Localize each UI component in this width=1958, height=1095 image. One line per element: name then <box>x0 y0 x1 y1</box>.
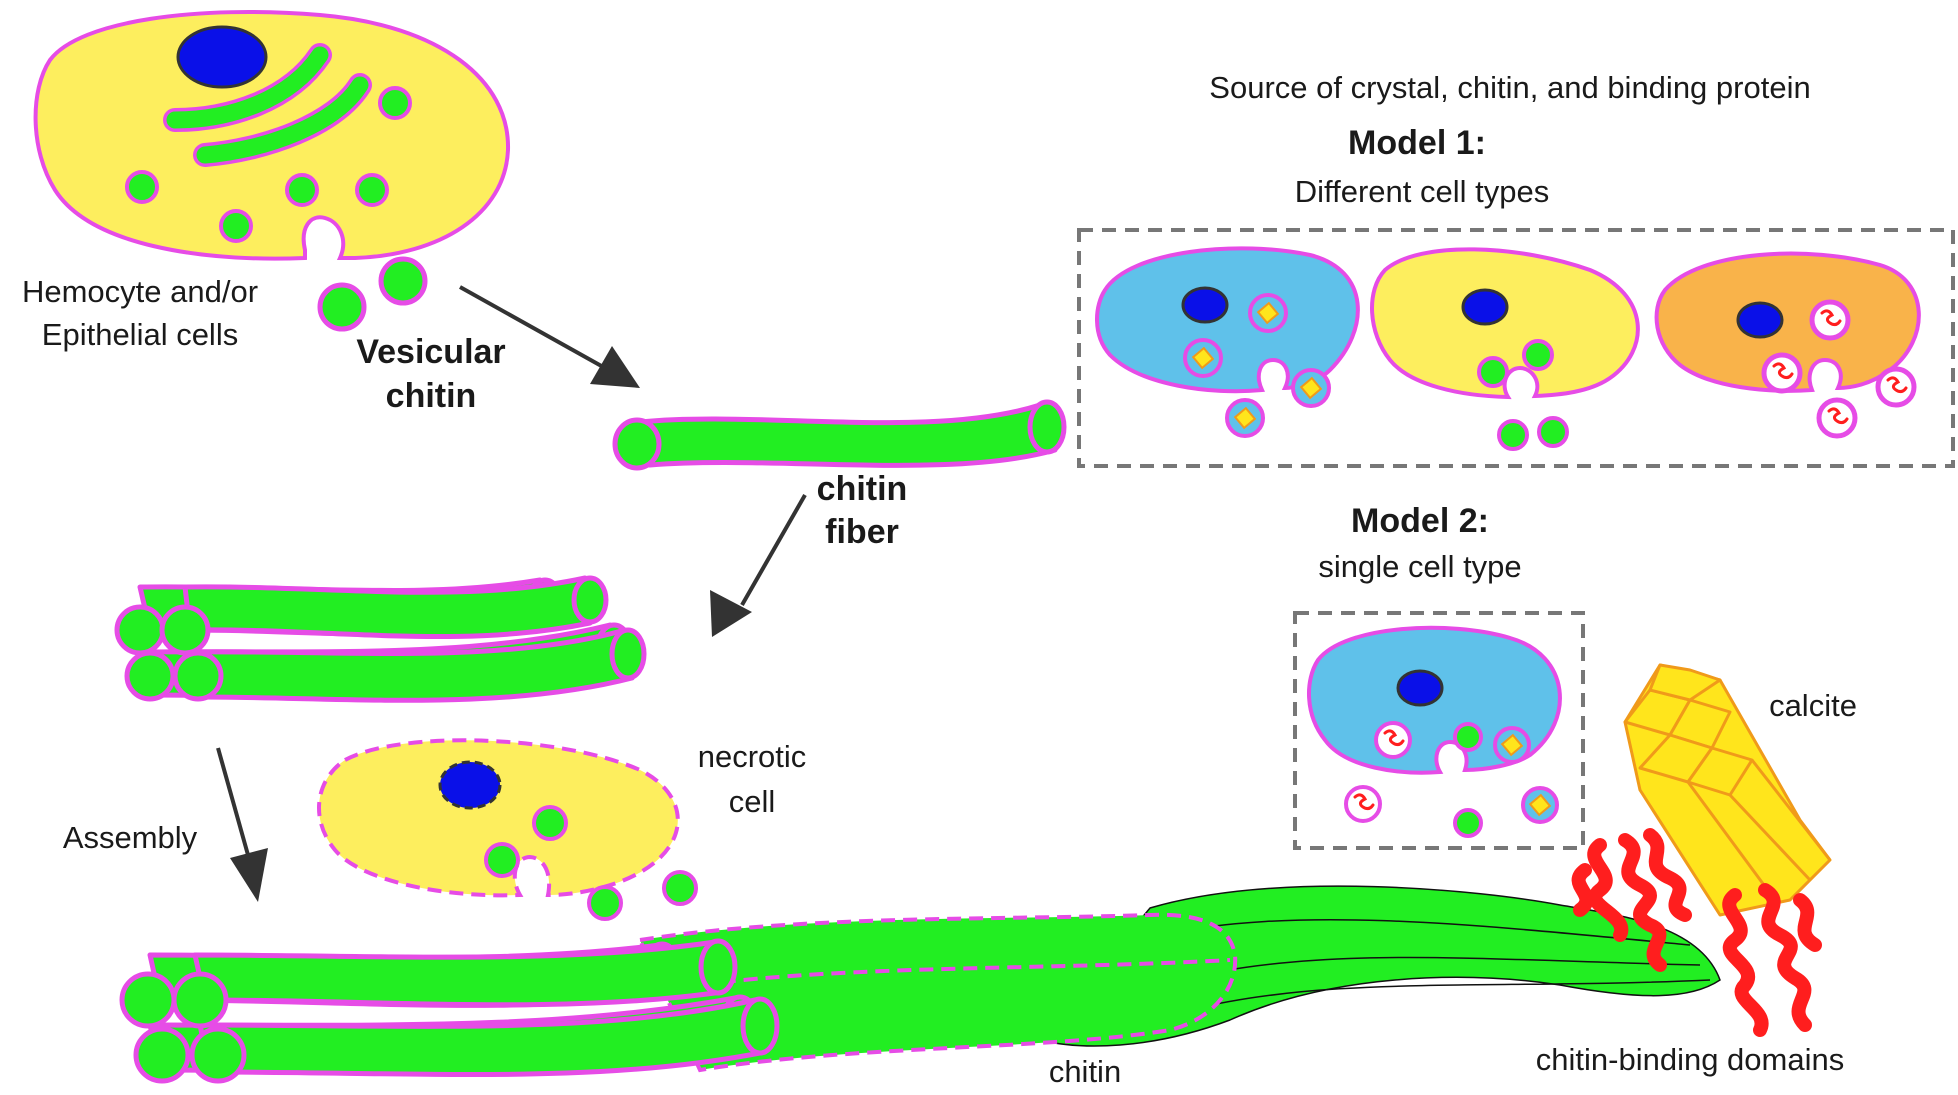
chitin-fiber-label-2: fiber <box>825 513 899 551</box>
arrow-assembly <box>216 747 250 856</box>
chitin-label: chitin <box>1049 1054 1121 1089</box>
arrow-head-3 <box>230 848 268 902</box>
arrow-head-1 <box>590 346 640 388</box>
vesicular-chitin-vesicles <box>317 256 428 332</box>
chitin-fiber <box>612 399 1067 471</box>
nucleus <box>176 25 268 89</box>
chitin-binding-domains <box>1571 828 1822 1037</box>
chitin-binding-label: chitin-binding domains <box>1536 1042 1844 1077</box>
model1-title: Model 1: <box>1348 124 1486 162</box>
model2-title: Model 2: <box>1351 502 1489 540</box>
chitin-fiber-label-1: chitin <box>817 470 908 508</box>
model1-subtitle: Different cell types <box>1295 174 1549 209</box>
necrotic-cell <box>317 738 698 921</box>
arrow-to-fiber <box>459 285 606 370</box>
calcite-crystal <box>1623 663 1832 917</box>
model2-subtitle: single cell type <box>1318 549 1521 584</box>
vesicular-label-2: chitin <box>386 377 477 415</box>
assembled-fiber <box>119 885 1721 1084</box>
necrotic-label-2: cell <box>729 784 776 819</box>
arrow-head-2 <box>710 590 752 637</box>
model2-cell <box>1307 625 1562 838</box>
model1-cell-crystal <box>1095 246 1360 438</box>
necrotic-label-1: necrotic <box>698 739 807 774</box>
hemocyte-cell <box>33 10 511 261</box>
model1-cell-binding <box>1654 251 1921 439</box>
hemocyte-label-2: Epithelial cells <box>42 317 238 352</box>
model2-box <box>1293 611 1585 850</box>
model1-cell-chitin <box>1370 247 1640 451</box>
hemocyte-label-1: Hemocyte and/or <box>22 274 258 309</box>
fiber-bundle <box>114 575 647 703</box>
vesicular-label-1: Vesicular <box>356 333 505 371</box>
source-title: Source of crystal, chitin, and binding p… <box>1209 70 1810 105</box>
calcite-label: calcite <box>1769 688 1857 723</box>
model1-box <box>1077 228 1955 468</box>
assembly-label: Assembly <box>63 820 198 855</box>
arrow-to-bundle <box>740 494 807 606</box>
